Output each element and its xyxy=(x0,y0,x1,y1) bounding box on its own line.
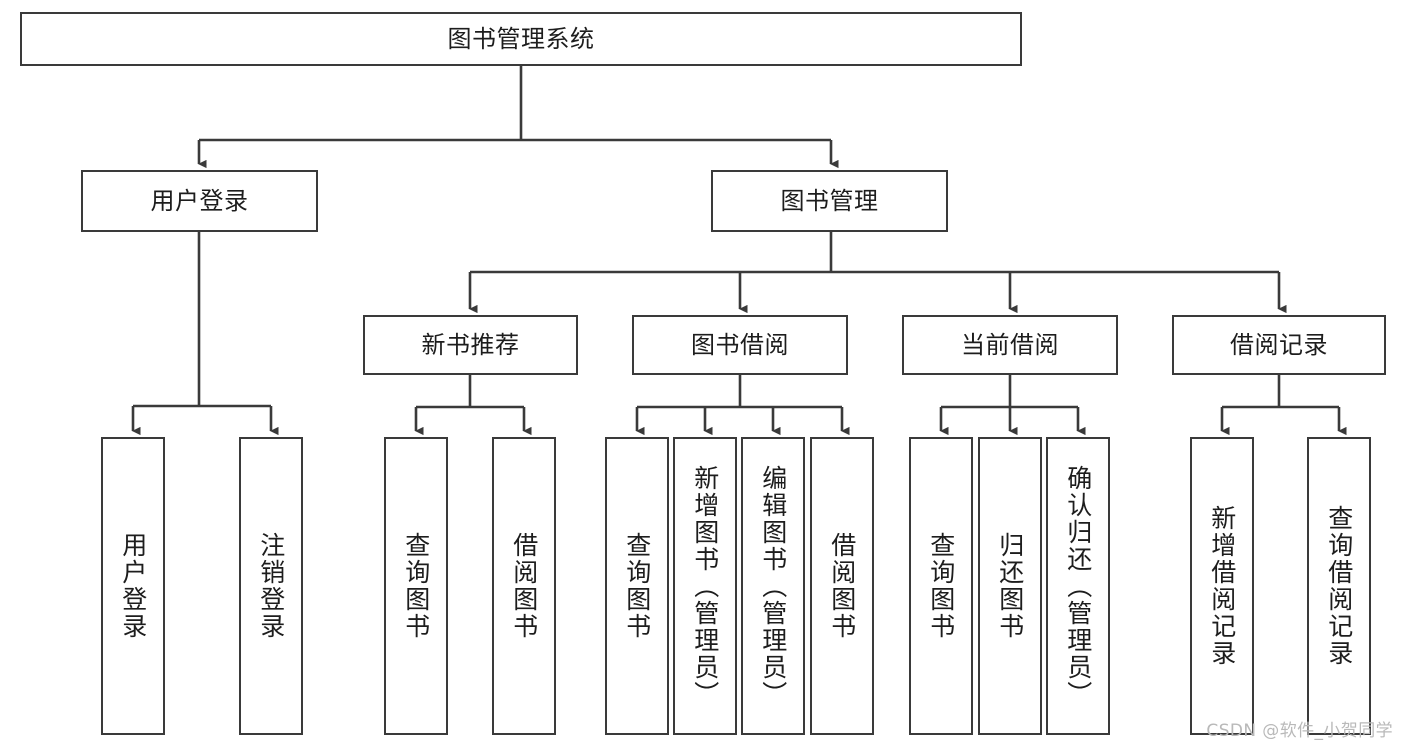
leaf-book-borrow-1[interactable]: 查询图书 xyxy=(605,437,669,735)
node-current-borrow-label: 当前借阅 xyxy=(961,331,1059,359)
leaf-new-book-1-label: 查询图书 xyxy=(401,532,431,640)
leaf-book-borrow-3[interactable]: 编辑图书（管理员） xyxy=(741,437,805,735)
csdn-watermark: CSDN @软件_小贺同学 xyxy=(1206,721,1393,741)
node-root[interactable]: 图书管理系统 xyxy=(20,12,1022,66)
leaf-book-borrow-4-label: 借阅图书 xyxy=(827,532,857,640)
node-new-book-recommend-label: 新书推荐 xyxy=(421,331,520,359)
leaf-user-login-1[interactable]: 用户登录 xyxy=(101,437,165,735)
leaf-current-borrow-2[interactable]: 归还图书 xyxy=(978,437,1042,735)
leaf-borrow-record-1-label: 新增借阅记录 xyxy=(1207,505,1237,667)
leaf-borrow-record-1[interactable]: 新增借阅记录 xyxy=(1190,437,1254,735)
node-current-borrow[interactable]: 当前借阅 xyxy=(902,315,1118,375)
leaf-borrow-record-2-label: 查询借阅记录 xyxy=(1324,505,1354,667)
leaf-book-borrow-3-label: 编辑图书（管理员） xyxy=(758,464,788,708)
node-user-login[interactable]: 用户登录 xyxy=(81,170,318,232)
leaf-new-book-2-label: 借阅图书 xyxy=(509,532,539,640)
leaf-book-borrow-1-label: 查询图书 xyxy=(622,532,652,640)
leaf-book-borrow-2-label: 新增图书（管理员） xyxy=(690,464,720,708)
leaf-current-borrow-3[interactable]: 确认归还（管理员） xyxy=(1046,437,1110,735)
leaf-user-login-2-label: 注销登录 xyxy=(256,532,286,640)
node-borrow-record[interactable]: 借阅记录 xyxy=(1172,315,1386,375)
leaf-user-login-1-label: 用户登录 xyxy=(118,532,148,640)
node-book-borrow[interactable]: 图书借阅 xyxy=(632,315,848,375)
leaf-new-book-1[interactable]: 查询图书 xyxy=(384,437,448,735)
node-book-borrow-label: 图书借阅 xyxy=(691,331,789,359)
leaf-current-borrow-3-label: 确认归还（管理员） xyxy=(1063,464,1093,708)
node-book-manage-label: 图书管理 xyxy=(780,187,879,215)
leaf-book-borrow-2[interactable]: 新增图书（管理员） xyxy=(673,437,737,735)
leaf-borrow-record-2[interactable]: 查询借阅记录 xyxy=(1307,437,1371,735)
leaf-new-book-2[interactable]: 借阅图书 xyxy=(492,437,556,735)
node-new-book-recommend[interactable]: 新书推荐 xyxy=(363,315,578,375)
node-book-manage[interactable]: 图书管理 xyxy=(711,170,948,232)
node-root-label: 图书管理系统 xyxy=(447,25,595,53)
node-borrow-record-label: 借阅记录 xyxy=(1230,331,1328,359)
node-user-login-label: 用户登录 xyxy=(150,187,249,215)
leaf-user-login-2[interactable]: 注销登录 xyxy=(239,437,303,735)
leaf-current-borrow-1[interactable]: 查询图书 xyxy=(909,437,973,735)
leaf-current-borrow-1-label: 查询图书 xyxy=(926,532,956,640)
leaf-current-borrow-2-label: 归还图书 xyxy=(995,532,1025,640)
leaf-book-borrow-4[interactable]: 借阅图书 xyxy=(810,437,874,735)
